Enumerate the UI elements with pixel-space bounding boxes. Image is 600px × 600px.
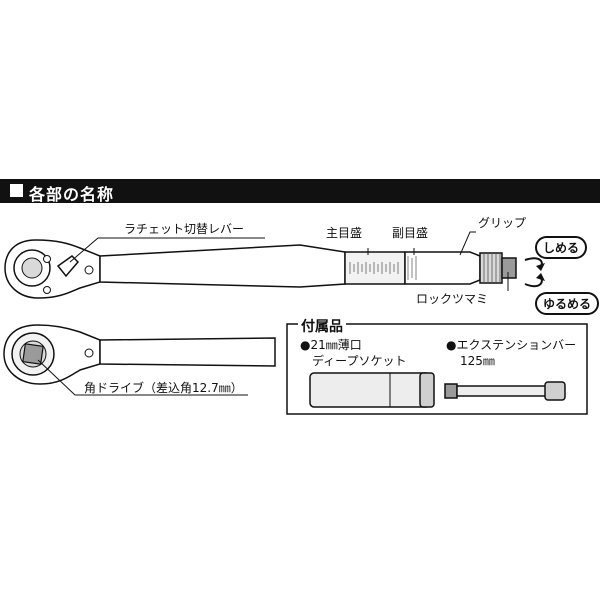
shaft-rivet — [84, 265, 94, 275]
label-lock-knob: ロックツマミ — [416, 292, 489, 306]
label-square-drive: 角ドライブ（差込角12.7㎜） — [84, 381, 243, 395]
deep-socket — [309, 372, 435, 408]
label-loosen: ゆるめる — [535, 292, 600, 315]
loosen-arrowhead-icon — [536, 273, 545, 281]
socket-label-1: ●21㎜薄口 — [300, 338, 362, 352]
drive-leader-line — [37, 359, 248, 396]
scale-ticks — [349, 256, 417, 280]
knurled-end — [479, 252, 503, 284]
head-inner — [21, 257, 43, 279]
lock-knob — [501, 257, 517, 279]
top-wrench — [4, 239, 517, 299]
tighten-arrowhead-icon — [536, 263, 545, 271]
extension-label-1: ●エクステンションバー — [446, 338, 577, 352]
knurl-lines — [483, 254, 501, 282]
label-sub-scale: 副目盛 — [392, 226, 429, 240]
ratchet-lever — [56, 255, 80, 278]
section-title: 各部の名称 — [29, 185, 115, 204]
bottom-shaft — [99, 337, 276, 367]
extension-bar — [444, 381, 566, 401]
screw-bottom — [43, 286, 51, 294]
bottom-rivet — [84, 348, 94, 358]
header-square-icon — [10, 184, 23, 197]
wrench-shaft — [99, 244, 346, 288]
extension-label-2: 125㎜ — [460, 354, 495, 368]
label-ratchet-lever: ラチェット切替レバー — [124, 222, 245, 236]
accessories-title: 付属品 — [298, 316, 346, 336]
socket-label-2: ディープソケット — [312, 354, 407, 368]
label-main-scale: 主目盛 — [326, 226, 363, 240]
label-grip: グリップ — [478, 216, 527, 230]
label-tighten: しめる — [535, 236, 588, 259]
section-header: 各部の名称 — [0, 179, 600, 204]
square-drive-icon — [22, 343, 44, 365]
leader-lines-top — [69, 231, 509, 291]
screw-top — [43, 255, 51, 263]
